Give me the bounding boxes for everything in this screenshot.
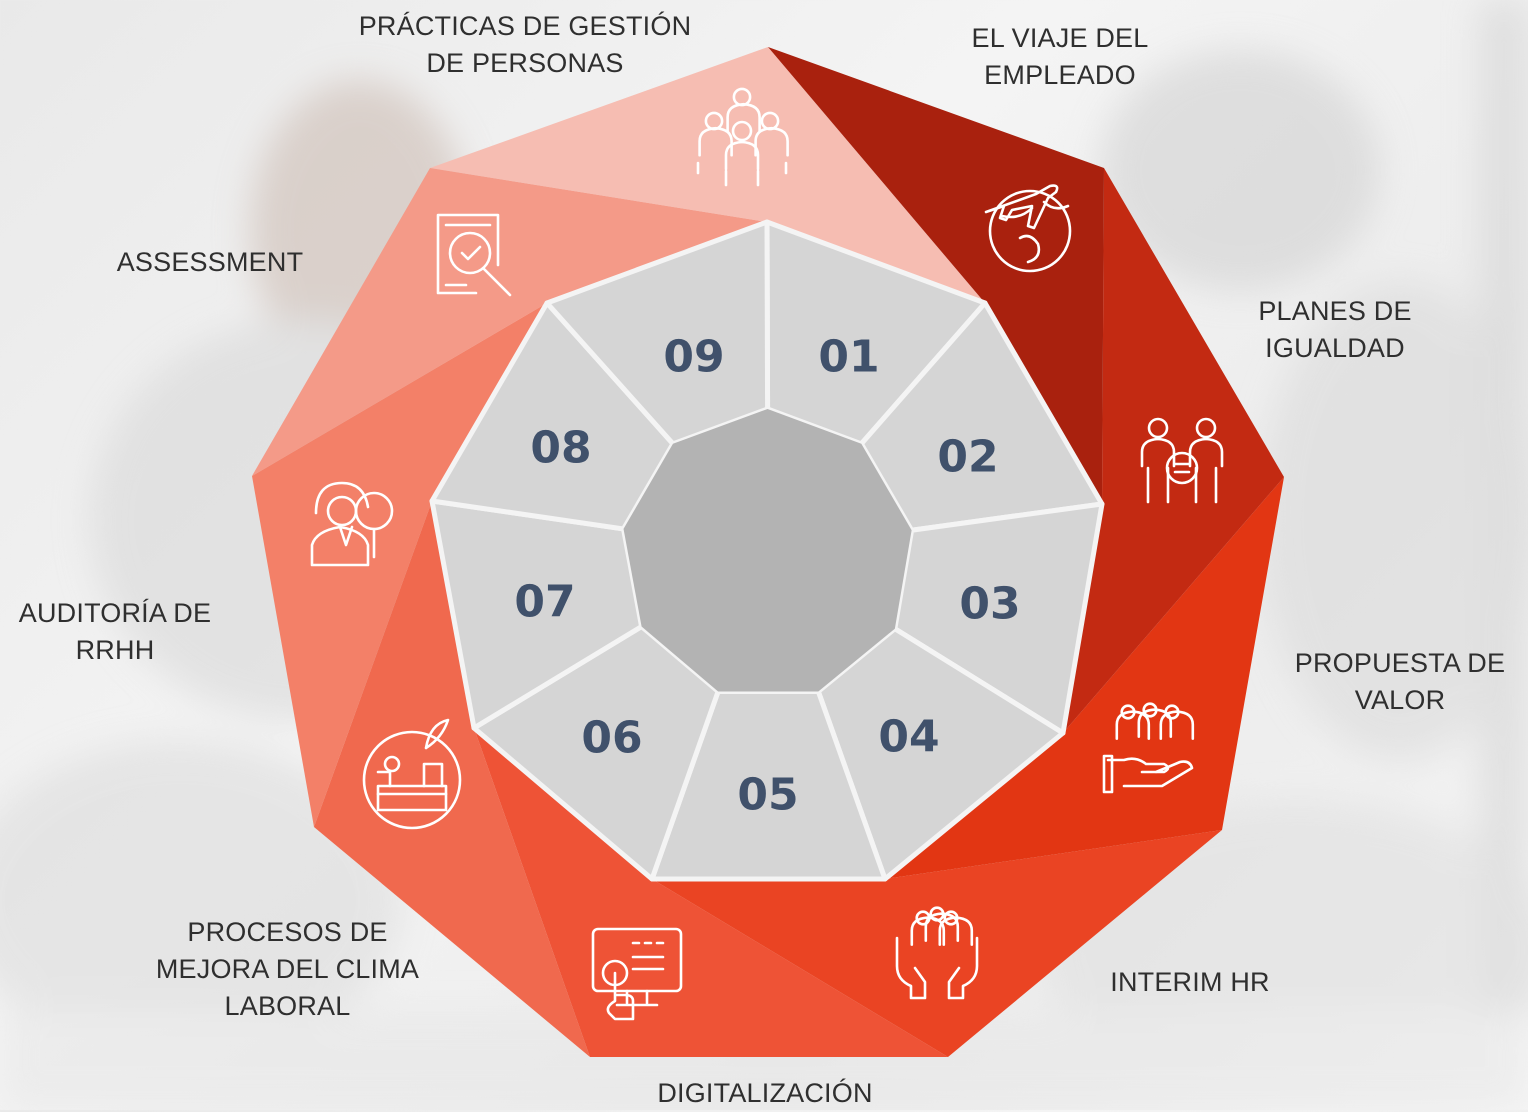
auditor-magnifier-icon xyxy=(310,481,394,567)
center-nonagon xyxy=(623,408,912,692)
segment-number-03: 03 xyxy=(959,579,1020,630)
group-people-icon xyxy=(696,87,789,187)
segment-number-06: 06 xyxy=(581,713,642,764)
globe-plane-icon xyxy=(984,184,1072,273)
label-assessment: ASSESSMENT xyxy=(116,247,304,277)
segment-number-02: 02 xyxy=(937,432,998,483)
segment-number-04: 04 xyxy=(878,712,939,763)
outer-blade-07 xyxy=(252,303,547,827)
segment-number-01: 01 xyxy=(818,332,879,383)
people-hands-icon xyxy=(895,906,979,1000)
segment-number-09: 09 xyxy=(663,332,724,383)
inner-ring xyxy=(429,219,1105,882)
outer-blade-06 xyxy=(314,501,590,1057)
team-hand-icon xyxy=(1102,702,1195,794)
outer-blade-03 xyxy=(885,477,1284,879)
segment-number-08: 08 xyxy=(530,423,591,474)
touch-screen-icon xyxy=(591,927,683,1021)
label-digitalizacion: DIGITALIZACIÓN xyxy=(657,1078,873,1108)
segment-number-07: 07 xyxy=(514,577,575,628)
document-check-icon xyxy=(436,213,512,297)
segment-number-05: 05 xyxy=(737,770,798,821)
segment-numbers: 01 02 03 04 05 06 07 08 09 xyxy=(514,332,1020,821)
office-desk-icon xyxy=(362,718,462,830)
outer-blade-01 xyxy=(768,47,1104,504)
label-interim-hr: INTERIM HR xyxy=(1110,967,1270,997)
equality-people-icon xyxy=(1140,417,1224,504)
outer-blade-08 xyxy=(252,168,767,476)
outer-blade-09 xyxy=(430,47,985,303)
outer-blade-04 xyxy=(652,830,1222,1057)
segment-icons xyxy=(310,87,1224,1021)
